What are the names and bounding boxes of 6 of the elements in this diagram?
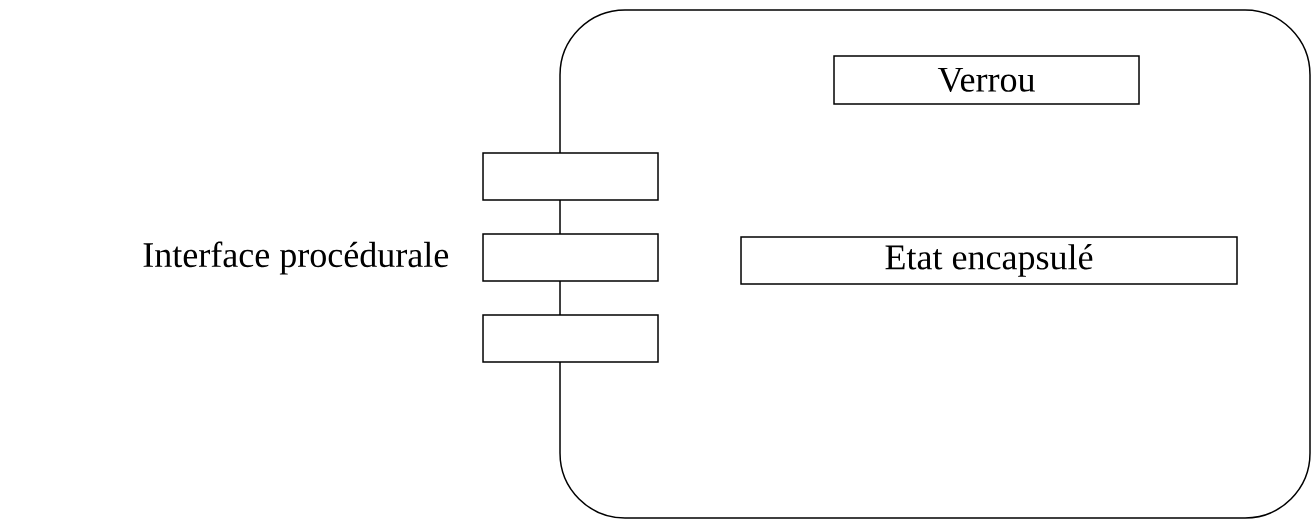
- interface-slot: [482, 233, 659, 282]
- interface-slot: [482, 314, 659, 363]
- label-box: Etat encapsulé: [740, 236, 1238, 285]
- label-box: Verrou: [833, 55, 1140, 105]
- side-label: Interface procédurale: [143, 241, 449, 275]
- interface-slot: [482, 152, 659, 201]
